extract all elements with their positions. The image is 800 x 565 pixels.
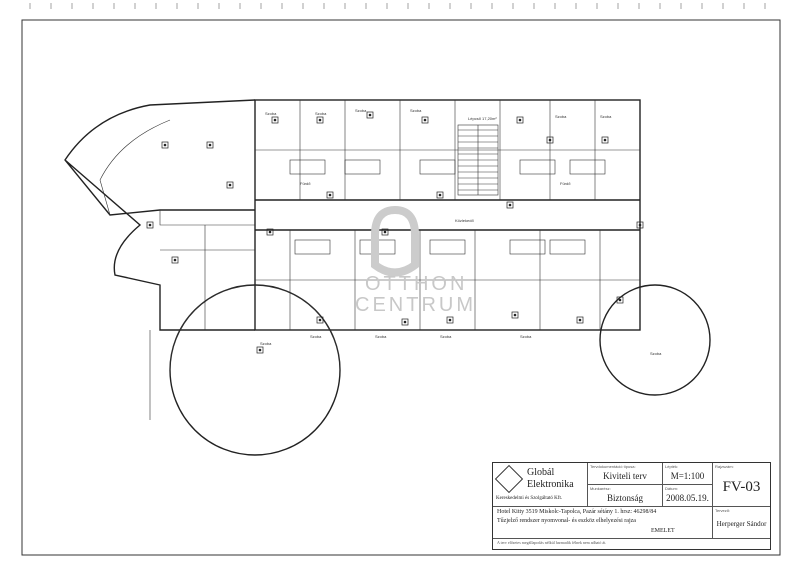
- label: Rajzszám:: [715, 464, 734, 469]
- smoke-detector-icon: [601, 136, 609, 144]
- doc-type: Kiviteli terv: [603, 471, 647, 481]
- company-name: Elektronika: [527, 479, 574, 490]
- smoke-detector-icon: [511, 311, 519, 319]
- smoke-detector-icon: [266, 228, 274, 236]
- project-description: Tűzjelző rendszer nyomvonal- és eszköz e…: [497, 518, 636, 524]
- subsystem: Biztonság: [607, 493, 643, 503]
- room-label: Szoba: [310, 334, 322, 339]
- room-label: Szoba: [555, 114, 567, 119]
- watermark: OTTHON: [365, 273, 467, 295]
- floor-name: EMELET: [651, 528, 675, 534]
- smoke-detector-icon: [171, 256, 179, 264]
- watermark-logo: [371, 205, 419, 277]
- footer-note: A terv előzetes megállapodás nélkül harm…: [497, 540, 607, 545]
- smoke-detector-icon: [616, 296, 624, 304]
- room-label: Fürdő: [560, 181, 571, 186]
- sheet-cell: Rajzszám: FV-03: [713, 463, 770, 507]
- room-label: Szoba: [260, 341, 272, 346]
- date: 2008.05.19.: [666, 493, 709, 503]
- smoke-detector-icon: [636, 221, 644, 229]
- smoke-detector-icon: [421, 116, 429, 124]
- smoke-detector-icon: [436, 191, 444, 199]
- smoke-detector-icon: [381, 228, 389, 236]
- doc-type-cell: Tervdokumentáció típusa: Kiviteli terv: [588, 463, 663, 485]
- main-building-outline: [254, 99, 641, 331]
- subsystem-cell: Munkarész: Biztonság: [588, 485, 663, 507]
- date-cell: Dátum: 2008.05.19.: [663, 485, 713, 507]
- room-label: Szoba: [355, 108, 367, 113]
- top-ruler: [29, 3, 766, 9]
- smoke-detector-icon: [161, 141, 169, 149]
- smoke-detector-icon: [546, 136, 554, 144]
- company-subtitle: Kereskedelmi és Szolgáltató Kft.: [496, 496, 563, 501]
- smoke-detector-icon: [271, 116, 279, 124]
- label: Tervdokumentáció típusa:: [590, 464, 636, 469]
- room-label: Szoba: [650, 351, 662, 356]
- smoke-detector-icon: [576, 316, 584, 324]
- company-logo-cell: Globál Elektronika Kereskedelmi és Szolg…: [493, 463, 588, 507]
- sheet-number: FV-03: [722, 479, 761, 495]
- smoke-detector-icon: [256, 346, 264, 354]
- room-label: Szoba: [375, 334, 387, 339]
- smoke-detector-icon: [146, 221, 154, 229]
- room-label: Közlekedő: [455, 218, 474, 223]
- smoke-detector-icon: [506, 201, 514, 209]
- scale: M=1:100: [670, 471, 705, 481]
- designer-name: Herperger Sándor: [716, 520, 767, 528]
- room-partitions: [255, 100, 640, 330]
- label: Munkarész:: [590, 486, 611, 491]
- room-label: Lépcső 17,20m²: [468, 116, 497, 121]
- company-logo-icon: [494, 464, 524, 494]
- right-round-room: [599, 284, 711, 396]
- smoke-detector-icon: [226, 181, 234, 189]
- project-address: Hotel Kitty 3519 Miskolc-Tapolca, Pazár …: [497, 509, 657, 515]
- project-cell: Hotel Kitty 3519 Miskolc-Tapolca, Pazár …: [493, 507, 713, 539]
- room-label: Szoba: [600, 114, 612, 119]
- title-block: Globál Elektronika Kereskedelmi és Szolg…: [492, 462, 771, 550]
- room-label: Szoba: [520, 334, 532, 339]
- label: Lépték:: [665, 464, 679, 469]
- smoke-detector-icon: [446, 316, 454, 324]
- watermark: CENTRUM: [355, 294, 476, 316]
- designer-cell: Tervező: Herperger Sándor: [713, 507, 770, 539]
- smoke-detector-icon: [401, 318, 409, 326]
- label: Dátum:: [665, 486, 678, 491]
- smoke-detector-icon: [366, 111, 374, 119]
- drawing-frame: [21, 19, 781, 556]
- room-label: Szoba: [440, 334, 452, 339]
- room-label: Szoba: [315, 111, 327, 116]
- smoke-detector-icon: [316, 116, 324, 124]
- label: Tervező:: [715, 508, 731, 513]
- left-wing-outline: [64, 99, 256, 331]
- scale-cell: Lépték: M=1:100: [663, 463, 713, 485]
- room-label: Fürdő: [300, 181, 311, 186]
- company-name: Globál: [527, 467, 555, 478]
- room-label: Szoba: [410, 108, 422, 113]
- fire-detectors: [146, 111, 644, 354]
- smoke-detector-icon: [206, 141, 214, 149]
- staircase: [457, 124, 499, 196]
- smoke-detector-icon: [326, 191, 334, 199]
- smoke-detector-icon: [316, 316, 324, 324]
- room-label: Szoba: [265, 111, 277, 116]
- smoke-detector-icon: [516, 116, 524, 124]
